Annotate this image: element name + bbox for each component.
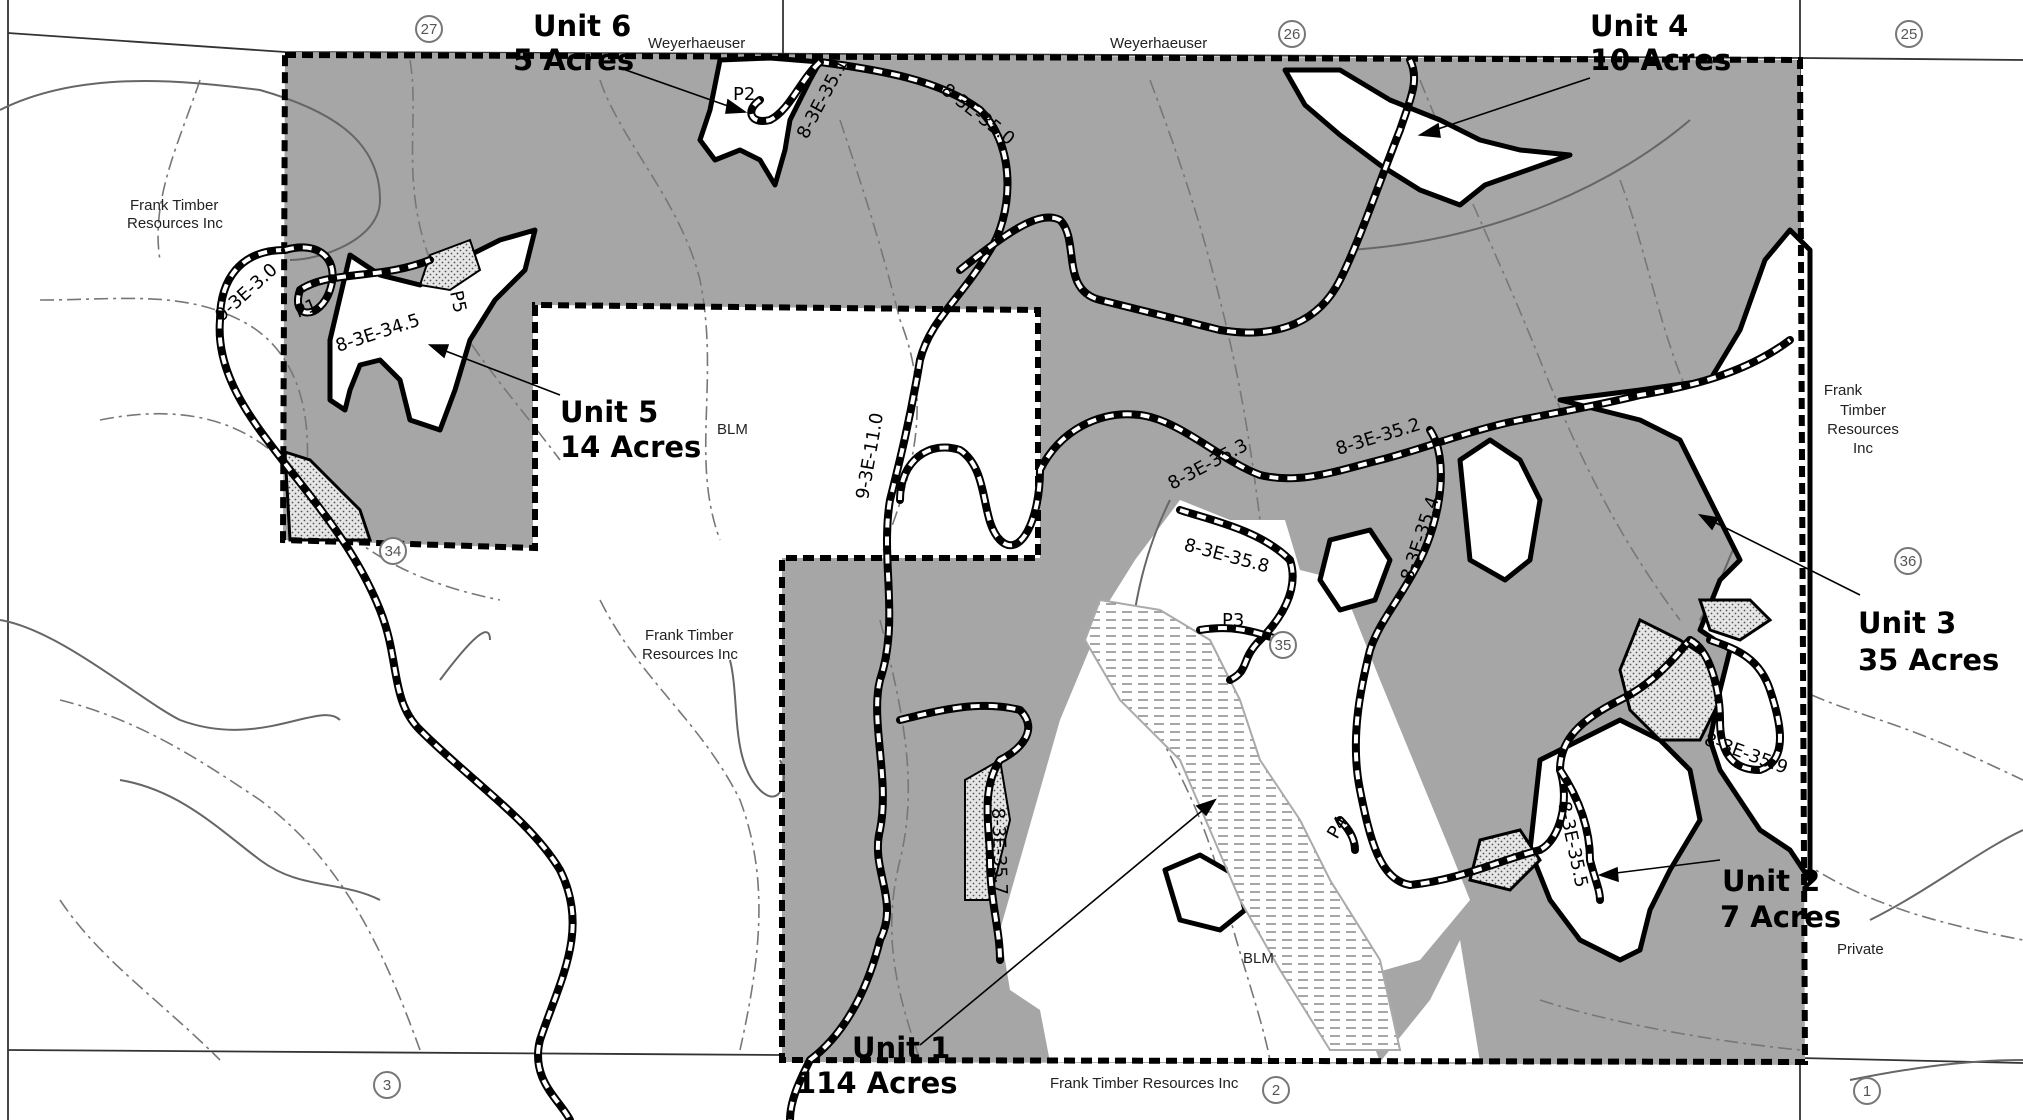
road-9-3E-3-0	[215, 246, 577, 1120]
section-marker-34: 34	[379, 537, 407, 565]
unit-1-name: Unit 1	[852, 1031, 950, 1065]
owner-blm-north: BLM	[717, 421, 748, 438]
section-marker-36: 36	[1894, 547, 1922, 575]
inner-opening-3	[1457, 437, 1543, 583]
unit-6-name: Unit 6	[533, 9, 631, 43]
owner-private: Private	[1837, 941, 1884, 958]
owner-frank-nw-1: Frank Timber	[130, 197, 218, 214]
unit-2-acres: 7 Acres	[1720, 900, 1841, 934]
owner-frank-east-3: Resources	[1827, 421, 1899, 438]
svg-text:35: 35	[1275, 637, 1292, 654]
svg-text:34: 34	[385, 543, 402, 560]
owner-frank-nw-2: Resources Inc	[127, 215, 223, 232]
section-markers: 27 26 25 34 35 36 3 2 1	[373, 15, 1923, 1105]
owner-frank-south: Frank Timber Resources Inc	[1050, 1075, 1239, 1092]
section-marker-26: 26	[1278, 20, 1306, 48]
owner-weyerhaeuser-east: Weyerhaeuser	[1110, 35, 1207, 52]
section-marker-35: 35	[1269, 631, 1297, 659]
point-label-p3: P3	[1222, 610, 1244, 631]
section-marker-3: 3	[373, 1071, 401, 1099]
owner-weyerhaeuser-west: Weyerhaeuser	[648, 35, 745, 52]
owner-frank-center-2: Resources Inc	[642, 646, 738, 663]
section-marker-25: 25	[1895, 20, 1923, 48]
unit-6-acres: 5 Acres	[513, 43, 634, 77]
unit-2-name: Unit 2	[1722, 864, 1820, 898]
point-label-p5: P5	[445, 289, 470, 315]
unit-5-name: Unit 5	[560, 395, 658, 429]
unit-4-area	[1282, 67, 1573, 208]
roads	[215, 56, 1794, 1120]
unit-4-acres: 10 Acres	[1590, 43, 1731, 77]
unit-5-acres: 14 Acres	[560, 430, 701, 464]
unit-2-area	[1527, 717, 1703, 963]
unit-labels: Unit 6 5 Acres Unit 4 10 Acres Unit 5 14…	[513, 9, 1999, 1100]
svg-text:3: 3	[383, 1077, 391, 1094]
svg-text:1: 1	[1863, 1083, 1871, 1100]
svg-text:25: 25	[1901, 26, 1918, 43]
harvest-units	[327, 55, 1813, 963]
road-label-8-3E-35-7: 8-3E-35.7	[987, 807, 1011, 895]
owner-frank-center-1: Frank Timber	[645, 627, 733, 644]
inner-opening-1	[1317, 527, 1393, 613]
svg-text:36: 36	[1900, 553, 1917, 570]
unit-3-acres: 35 Acres	[1858, 643, 1999, 677]
owner-frank-east-1: Frank	[1824, 382, 1863, 399]
harvest-boundaries	[279, 51, 1809, 1066]
svg-text:2: 2	[1272, 1082, 1280, 1099]
ownership-labels: Weyerhaeuser Weyerhaeuser Frank Timber R…	[127, 35, 1899, 1092]
section-marker-2: 2	[1262, 1076, 1290, 1104]
unit-4-name: Unit 4	[1590, 9, 1688, 43]
unit-1-acres: 114 Acres	[796, 1066, 958, 1100]
owner-frank-east-2: Timber	[1840, 402, 1886, 419]
svg-text:27: 27	[421, 21, 438, 38]
point-label-p2: P2	[733, 84, 755, 105]
section-marker-1: 1	[1853, 1077, 1881, 1105]
leader-lines	[427, 67, 1861, 1046]
unit-3-name: Unit 3	[1858, 606, 1956, 640]
special-areas	[283, 238, 1773, 1051]
owner-blm-south: BLM	[1243, 950, 1274, 967]
section-marker-27: 27	[415, 15, 443, 43]
unit-3-area	[1557, 227, 1813, 883]
owner-frank-east-4: Inc	[1853, 440, 1874, 457]
svg-text:26: 26	[1284, 26, 1301, 43]
